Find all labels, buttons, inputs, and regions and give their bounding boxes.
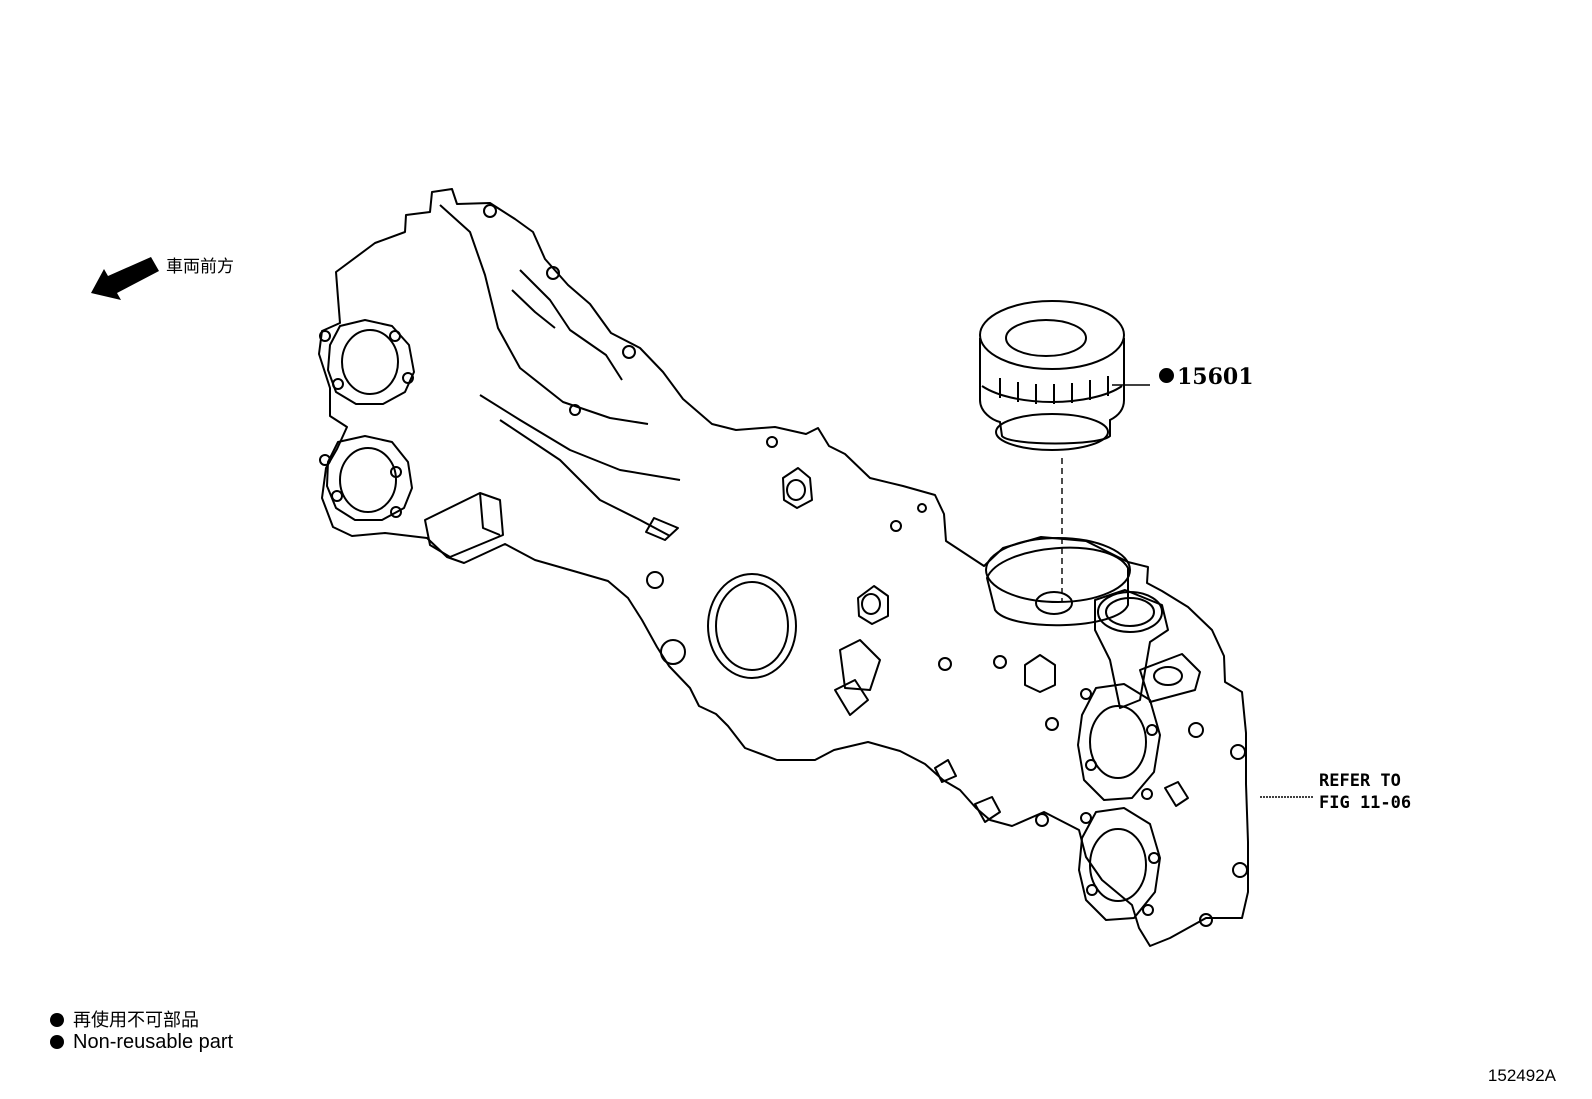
refer-to-callout: REFER TO FIG 11-06 [1319, 770, 1411, 814]
bullet-dot-icon [50, 1013, 64, 1027]
part-number: 15601 [1177, 364, 1254, 390]
figure-number: 152492A [1487, 1066, 1556, 1085]
legend-item-en: Non-reusable part [50, 1031, 233, 1054]
legend-text-en: Non-reusable part [73, 1031, 234, 1053]
legend-text-jp: 再使用不可部品 [73, 1010, 199, 1030]
non-reusable-dot-icon [1159, 368, 1174, 383]
leader-lines [1061, 384, 1314, 798]
vehicle-front-label: 車両前方 [166, 257, 234, 277]
front-direction-arrow-icon [91, 257, 159, 300]
oil-filter [979, 300, 1125, 451]
legend-item-jp: 再使用不可部品 [50, 1006, 199, 1032]
refer-line-1: REFER TO [1319, 771, 1401, 791]
refer-line-2: FIG 11-06 [1319, 793, 1412, 813]
timing-chain-cover [318, 188, 1249, 947]
bullet-dot-icon [50, 1035, 64, 1049]
part-callout-15601: 15601 [1159, 364, 1254, 390]
